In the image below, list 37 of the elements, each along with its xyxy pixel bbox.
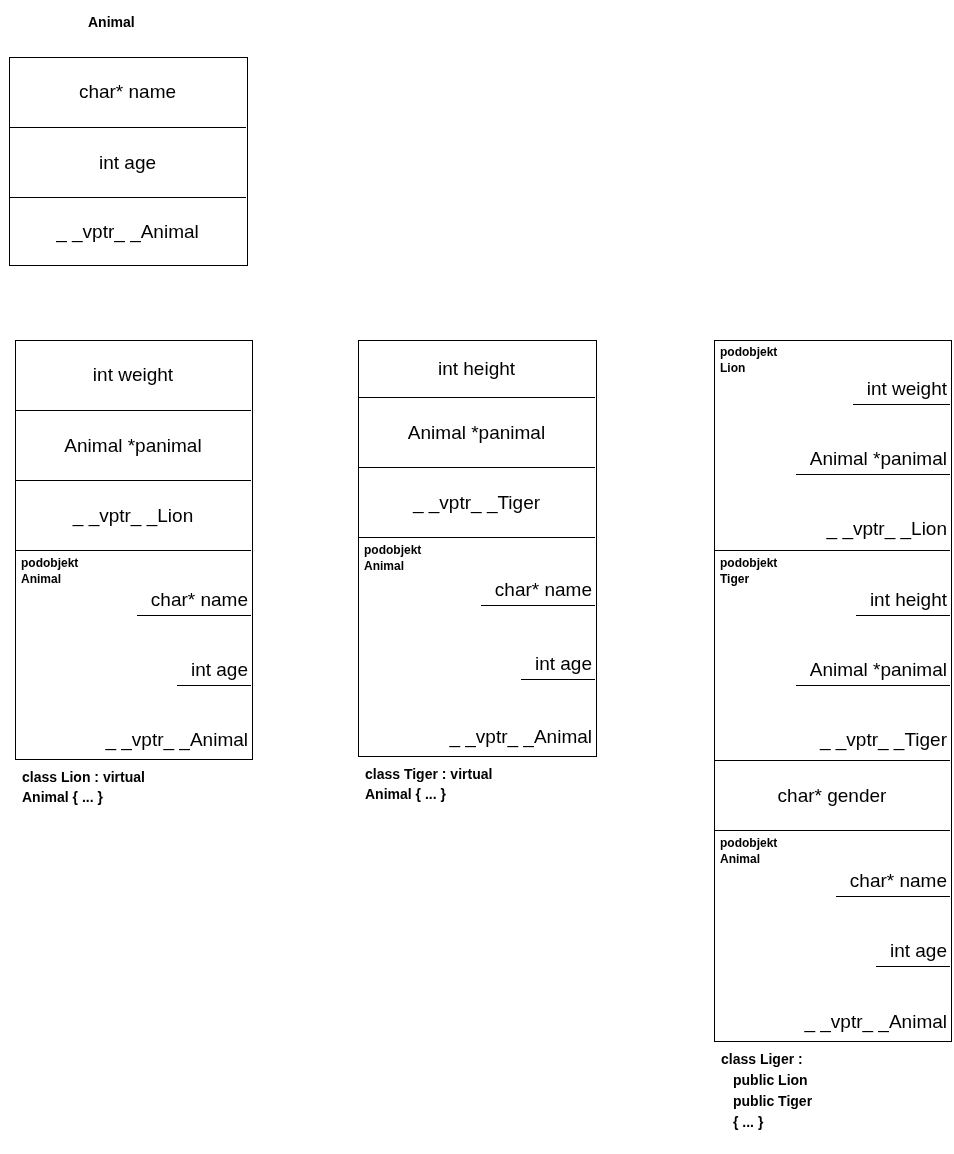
member-name: Animal *panimal [63, 434, 203, 457]
member-name: int age [176, 659, 251, 686]
member-name: Animal *panimal [406, 421, 547, 444]
member-name: int height [436, 357, 517, 380]
class-declaration: { ... } [733, 1113, 764, 1132]
member-name: _ _vptr_ _Tiger [818, 729, 948, 753]
member-name: _ _vptr_ _Animal [448, 726, 593, 750]
member-name: int age [875, 940, 950, 968]
subobject-label: podobjekt Tiger [720, 555, 779, 588]
class-declaration: public Tiger [733, 1092, 813, 1111]
member-name: _ _vptr_ _Animal [104, 729, 249, 753]
member-name: _ _vptr_ _Tiger [411, 491, 542, 514]
class-declaration: public Lion [733, 1071, 808, 1090]
member-name: char* name [77, 81, 178, 103]
member-name: char* gender [776, 784, 888, 807]
member-name: _ _vptr_ _Animal [55, 221, 200, 243]
class-declaration: class Tiger : virtual Animal { ... } [365, 765, 494, 805]
class-title: Animal [88, 14, 135, 30]
member-name: char* name [480, 579, 595, 607]
class-declaration: class Lion : virtual Animal { ... } [22, 768, 146, 808]
member-name: int age [97, 151, 157, 174]
class-declaration: class Liger : [721, 1050, 803, 1069]
member-name: int weight [852, 378, 950, 405]
member-name: _ _vptr_ _Lion [825, 518, 948, 542]
member-name: int height [855, 589, 950, 616]
member-name: _ _vptr_ _Animal [803, 1011, 948, 1035]
subobject-label: podobjekt Animal [21, 555, 80, 588]
subobject-label: podobjekt Animal [720, 835, 779, 868]
member-name: int age [520, 652, 595, 680]
member-name: Animal *panimal [795, 448, 950, 475]
member-name: Animal *panimal [795, 659, 950, 686]
member-name: char* name [835, 869, 950, 897]
subobject-label: podobjekt Animal [364, 542, 423, 575]
member-name: char* name [136, 589, 251, 616]
subobject-label: podobjekt Lion [720, 344, 779, 377]
member-name: int weight [91, 364, 175, 386]
member-name: _ _vptr_ _Lion [71, 504, 195, 527]
